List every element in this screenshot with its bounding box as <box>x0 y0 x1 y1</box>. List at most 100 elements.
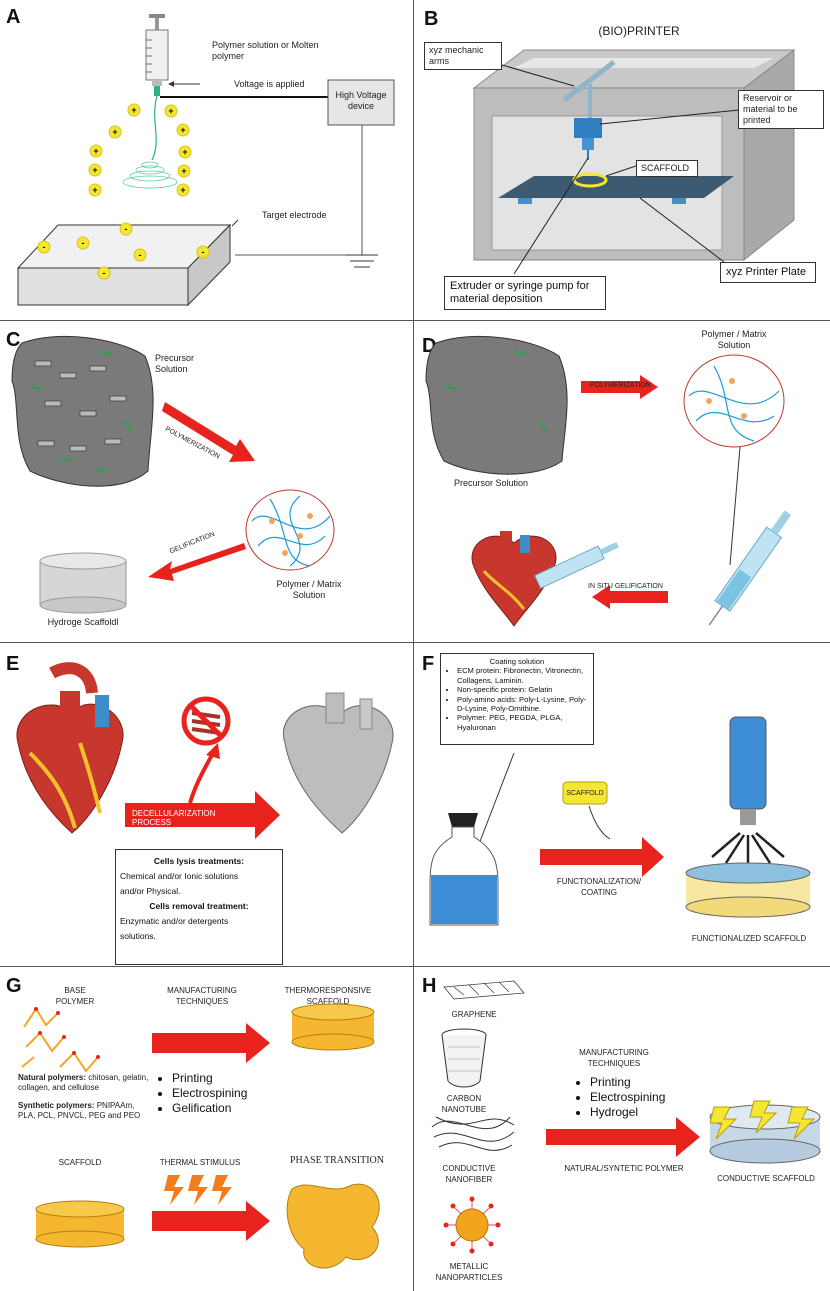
conductive-illustration <box>431 980 821 1254</box>
electrospinning-illustration: ++ ++ ++ ++ ++ -- -- -- <box>16 14 395 307</box>
lysis-text-2: and/or Physical. <box>120 886 181 896</box>
coating-item: Polymer: PEG, PEGDA, PLGA, Hyaluronan <box>457 713 589 732</box>
hydrogel-process-illustration <box>11 335 335 614</box>
panel-label: G <box>6 975 22 997</box>
coating-illustration <box>429 716 811 926</box>
reservoir-label: Reservoir or material to be printed <box>738 90 824 129</box>
technique-item: Printing <box>172 1071 247 1086</box>
printer-title: (BIO)PRINTER <box>598 24 680 38</box>
svg-text:-: - <box>202 247 205 257</box>
functionalization-label: FUNCTIONALIZATION/ COATING <box>556 877 642 897</box>
synthetic-title: Synthetic polymers: <box>18 1101 95 1110</box>
panel-label: C <box>6 329 21 351</box>
removal-text-2: solutions. <box>120 931 156 941</box>
svg-text:+: + <box>92 185 97 195</box>
voltage-label: Voltage is applied <box>234 79 305 89</box>
removal-text-1: Enzymatic and/or detergents <box>120 916 229 926</box>
coating-list: ECM protein: Fibronectin, Vitronectin, C… <box>445 666 589 732</box>
coating-box: Coating solution ECM protein: Fibronecti… <box>440 653 594 745</box>
matrix-label: Polymer / Matrix Solution <box>701 329 767 350</box>
precursor-label: Precursor Solution <box>454 478 529 488</box>
lysis-text-1: Chemical and/or Ionic solutions <box>120 871 239 881</box>
hydrogel-label: Hydroge Scaffoldl <box>47 617 119 627</box>
technique-item: Electrospining <box>172 1086 247 1101</box>
technique-item: Gelification <box>172 1101 247 1116</box>
decellularization-illustration <box>16 662 394 839</box>
panel-h: H <box>414 967 830 1291</box>
base-polymer-label: BASE POLYMER <box>55 986 95 1006</box>
syringe-label: Polymer solution or Molten polymer <box>212 40 319 61</box>
bioprinter-illustration <box>472 48 796 275</box>
svg-text:-: - <box>82 238 85 248</box>
panel-c: C Precursor S <box>0 321 413 642</box>
coating-item: Non-specific protein: Gelatin <box>457 685 589 694</box>
panel-label: F <box>422 653 435 675</box>
scaffold-label: SCAFFOLD <box>58 1158 102 1167</box>
manufacturing-label: MANUFACTURING TECHNIQUES <box>167 986 237 1006</box>
coating-item: Poly-amino acids: Poly-L-Lysine, Poly-D-… <box>457 695 589 714</box>
target-electrode-label: Target electrode <box>262 210 327 220</box>
techniques-list: Printing Electrospining Gelification <box>160 1071 247 1116</box>
plate-label: xyz Printer Plate <box>720 262 816 283</box>
treatment-box: Cells lysis treatments: Chemical and/or … <box>115 849 283 965</box>
metallic-label: METALLIC NANOPARTICLES <box>435 1262 503 1282</box>
removal-title: Cells removal treatment: <box>149 901 249 911</box>
natsyn-label: NATURAL/SYNTETIC POLYMER <box>564 1164 684 1173</box>
horizontal-divider-2 <box>0 642 830 643</box>
nanofiber-label: CONDUCTIVE NANOFIBER <box>442 1164 496 1184</box>
svg-text:-: - <box>103 268 106 278</box>
panel-b: B (BIO)PRINTER xyz mechanic arms Reservo… <box>414 0 830 320</box>
thermoresponsive-illustration <box>21 1003 380 1269</box>
svg-text:-: - <box>43 242 46 252</box>
extruder-label: Extruder or syringe pump for material de… <box>444 276 606 310</box>
panel-a: A <box>0 0 413 320</box>
matrix-label: Polymer / Matrix Solution <box>276 579 342 600</box>
conductive-label: CONDUCTIVE SCAFFOLD <box>717 1174 815 1183</box>
panel-g: G BASE POLYMER MANUFACTURING TECHNIQUES … <box>0 967 413 1291</box>
thermoresponsive-label: THERMORESPONSIVE SCAFFOLD <box>284 986 372 1006</box>
natural-title: Natural polymers: <box>18 1073 87 1082</box>
svg-text:-: - <box>125 224 128 234</box>
manufacturing-label: MANUFACTURING TECHNIQUES <box>579 1048 649 1068</box>
insitu-label: IN SITU GELIFICATION <box>588 583 663 590</box>
panel-label: B <box>424 8 439 30</box>
panel-label: H <box>422 975 437 997</box>
svg-text:+: + <box>182 147 187 157</box>
arms-label: xyz mechanic arms <box>424 42 502 70</box>
polymerization-label: POLYMERIZATION <box>590 382 651 389</box>
technique-item: Electrospining <box>590 1090 665 1105</box>
svg-text:+: + <box>131 105 136 115</box>
horizontal-divider-1 <box>0 320 830 321</box>
phase-transition-label: PHASE TRANSITION <box>290 1155 384 1166</box>
natural-polymers: Natural polymers: chitosan, gelatin, col… <box>18 1073 150 1093</box>
svg-text:+: + <box>112 127 117 137</box>
thermal-stimulus-label: THERMAL STIMULUS <box>159 1158 241 1167</box>
functionalized-label: FUNCTIONALIZED SCAFFOLD <box>691 934 807 943</box>
svg-text:+: + <box>93 146 98 156</box>
techniques-list: Printing Electrospining Hydrogel <box>578 1075 665 1120</box>
hv-device-label: High Voltage device <box>335 90 387 111</box>
panel-d: D Polymer / Matrix Solution POLYMERIZAT <box>414 321 830 642</box>
horizontal-divider-3 <box>0 966 830 967</box>
precursor-label: Precursor Solution <box>155 353 195 374</box>
natural-text: chitosan, gelatin, collagen, and cellulo… <box>18 1073 149 1092</box>
svg-text:+: + <box>92 165 97 175</box>
coating-item: ECM protein: Fibronectin, Vitronectin, C… <box>457 666 589 685</box>
panel-f: F Coating solution ECM protein: Fibronec… <box>414 643 830 966</box>
synthetic-polymers: Synthetic polymers: PNIPAAm, PLA, PCL, P… <box>18 1101 150 1121</box>
graphene-label: GRAPHENE <box>451 1010 497 1019</box>
lysis-title: Cells lysis treatments: <box>153 856 245 866</box>
svg-text:+: + <box>180 185 185 195</box>
panel-label: E <box>6 653 20 675</box>
nanotube-label: CARBON NANOTUBE <box>441 1094 487 1114</box>
coating-title: Coating solution <box>489 657 545 666</box>
svg-text:+: + <box>181 166 186 176</box>
scaffold-label: SCAFFOLD <box>566 790 604 797</box>
svg-text:+: + <box>168 106 173 116</box>
panel-label: A <box>6 6 21 28</box>
vertical-divider-top <box>413 0 414 1291</box>
decellularization-label: DECELLULARIZATION PROCESS <box>132 809 216 827</box>
technique-item: Hydrogel <box>590 1105 665 1120</box>
technique-item: Printing <box>590 1075 665 1090</box>
synthetic-text: PNIPAAm, PLA, PCL, PNVCL, PEG and PEO <box>18 1101 141 1120</box>
